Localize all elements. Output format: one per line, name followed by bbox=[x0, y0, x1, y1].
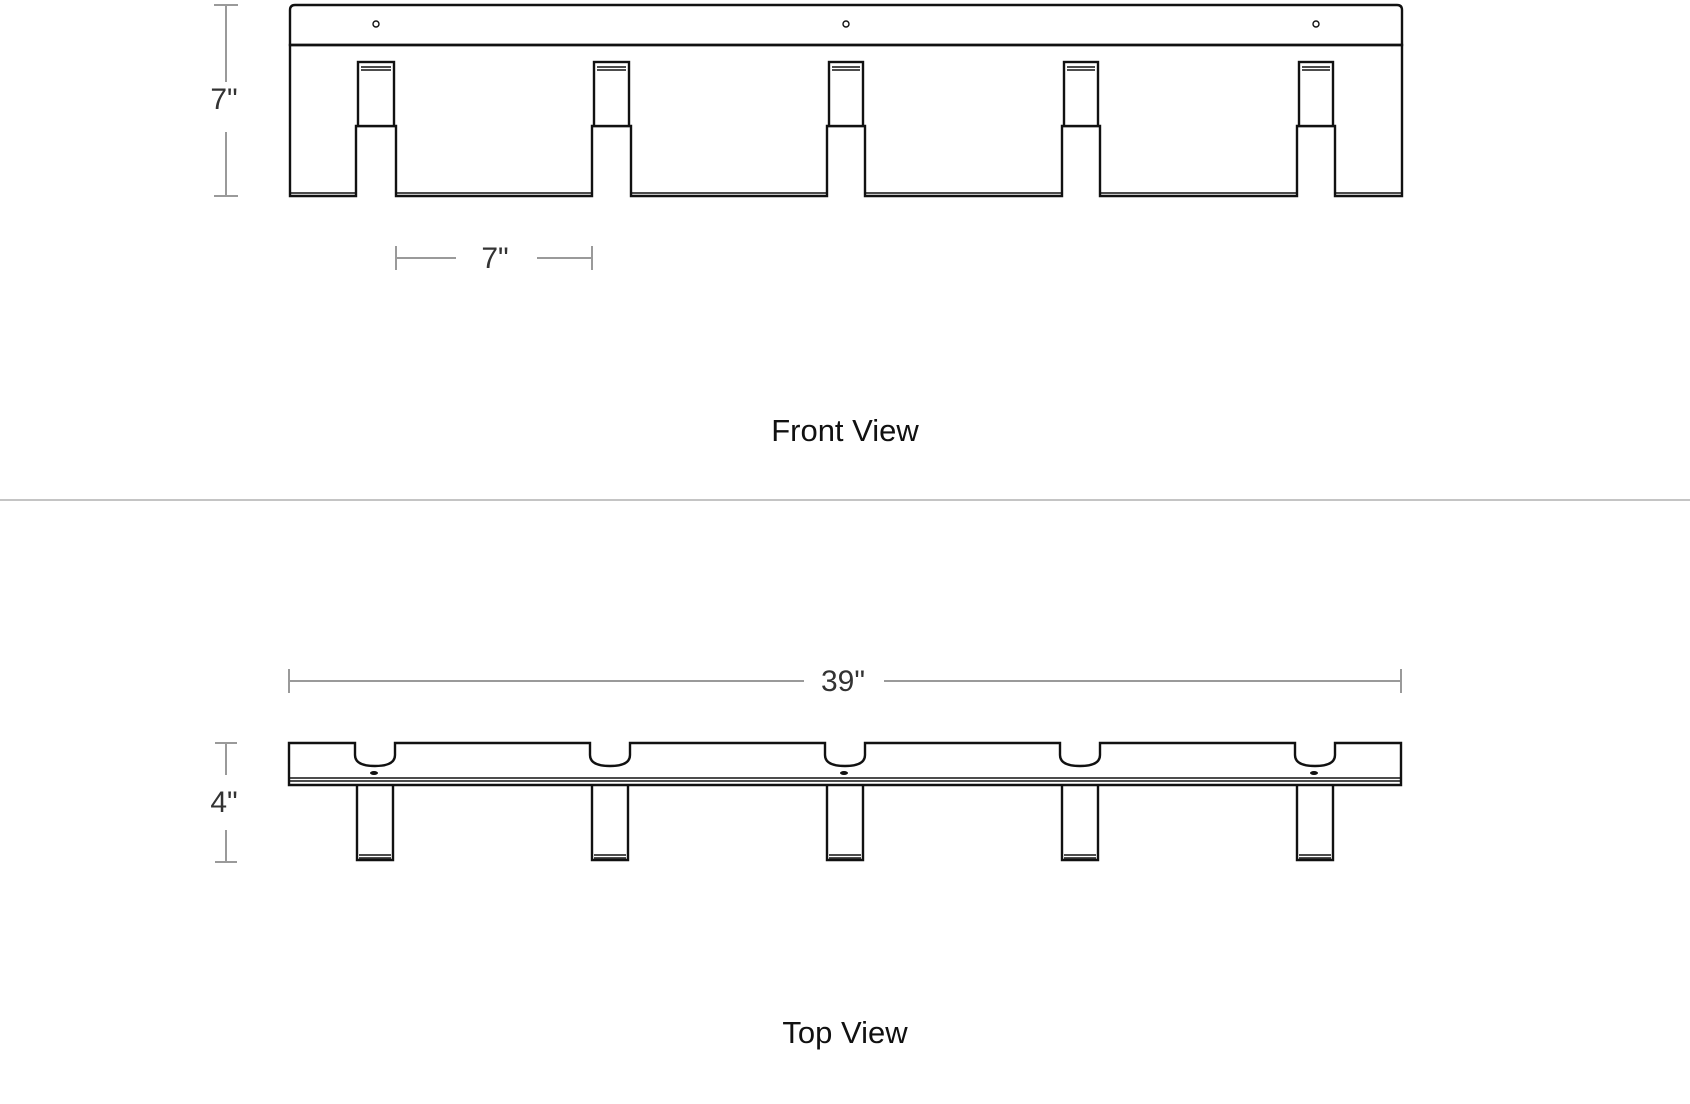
front-spacing-dimension: 7" bbox=[395, 242, 593, 275]
top-rail-body bbox=[287, 741, 1403, 787]
front-hook-4 bbox=[1062, 60, 1100, 128]
front-rail-top-strip bbox=[288, 3, 1404, 47]
front-height-dimension: 7" bbox=[210, 4, 238, 197]
top-view-caption: Top View bbox=[782, 1015, 908, 1050]
top-depth-dimension: 4" bbox=[210, 742, 238, 863]
top-hook-1 bbox=[355, 785, 395, 862]
mount-hole bbox=[1312, 20, 1320, 28]
front-hook-2 bbox=[592, 60, 631, 128]
front-hook-5 bbox=[1297, 60, 1335, 128]
top-hook-4 bbox=[1060, 785, 1100, 862]
front-view: 7" bbox=[210, 3, 1404, 448]
mount-hole bbox=[372, 20, 380, 28]
top-hook-3 bbox=[825, 785, 865, 862]
front-hook-1 bbox=[356, 60, 396, 128]
front-height-label: 7" bbox=[210, 83, 237, 116]
front-mount-holes bbox=[372, 20, 1320, 28]
front-view-caption: Front View bbox=[771, 413, 919, 448]
top-width-label: 39" bbox=[821, 665, 865, 698]
front-spacing-label: 7" bbox=[481, 242, 508, 275]
top-depth-label: 4" bbox=[210, 786, 237, 819]
top-mount-holes bbox=[370, 771, 1318, 775]
front-rail-body bbox=[288, 43, 1404, 198]
mount-hole bbox=[842, 20, 850, 28]
top-view: 39" 4" bbox=[210, 665, 1403, 1050]
top-width-dimension: 39" bbox=[288, 665, 1402, 698]
top-hook-5 bbox=[1295, 785, 1335, 862]
top-hook-2 bbox=[590, 785, 630, 862]
front-hook-3 bbox=[827, 60, 865, 128]
